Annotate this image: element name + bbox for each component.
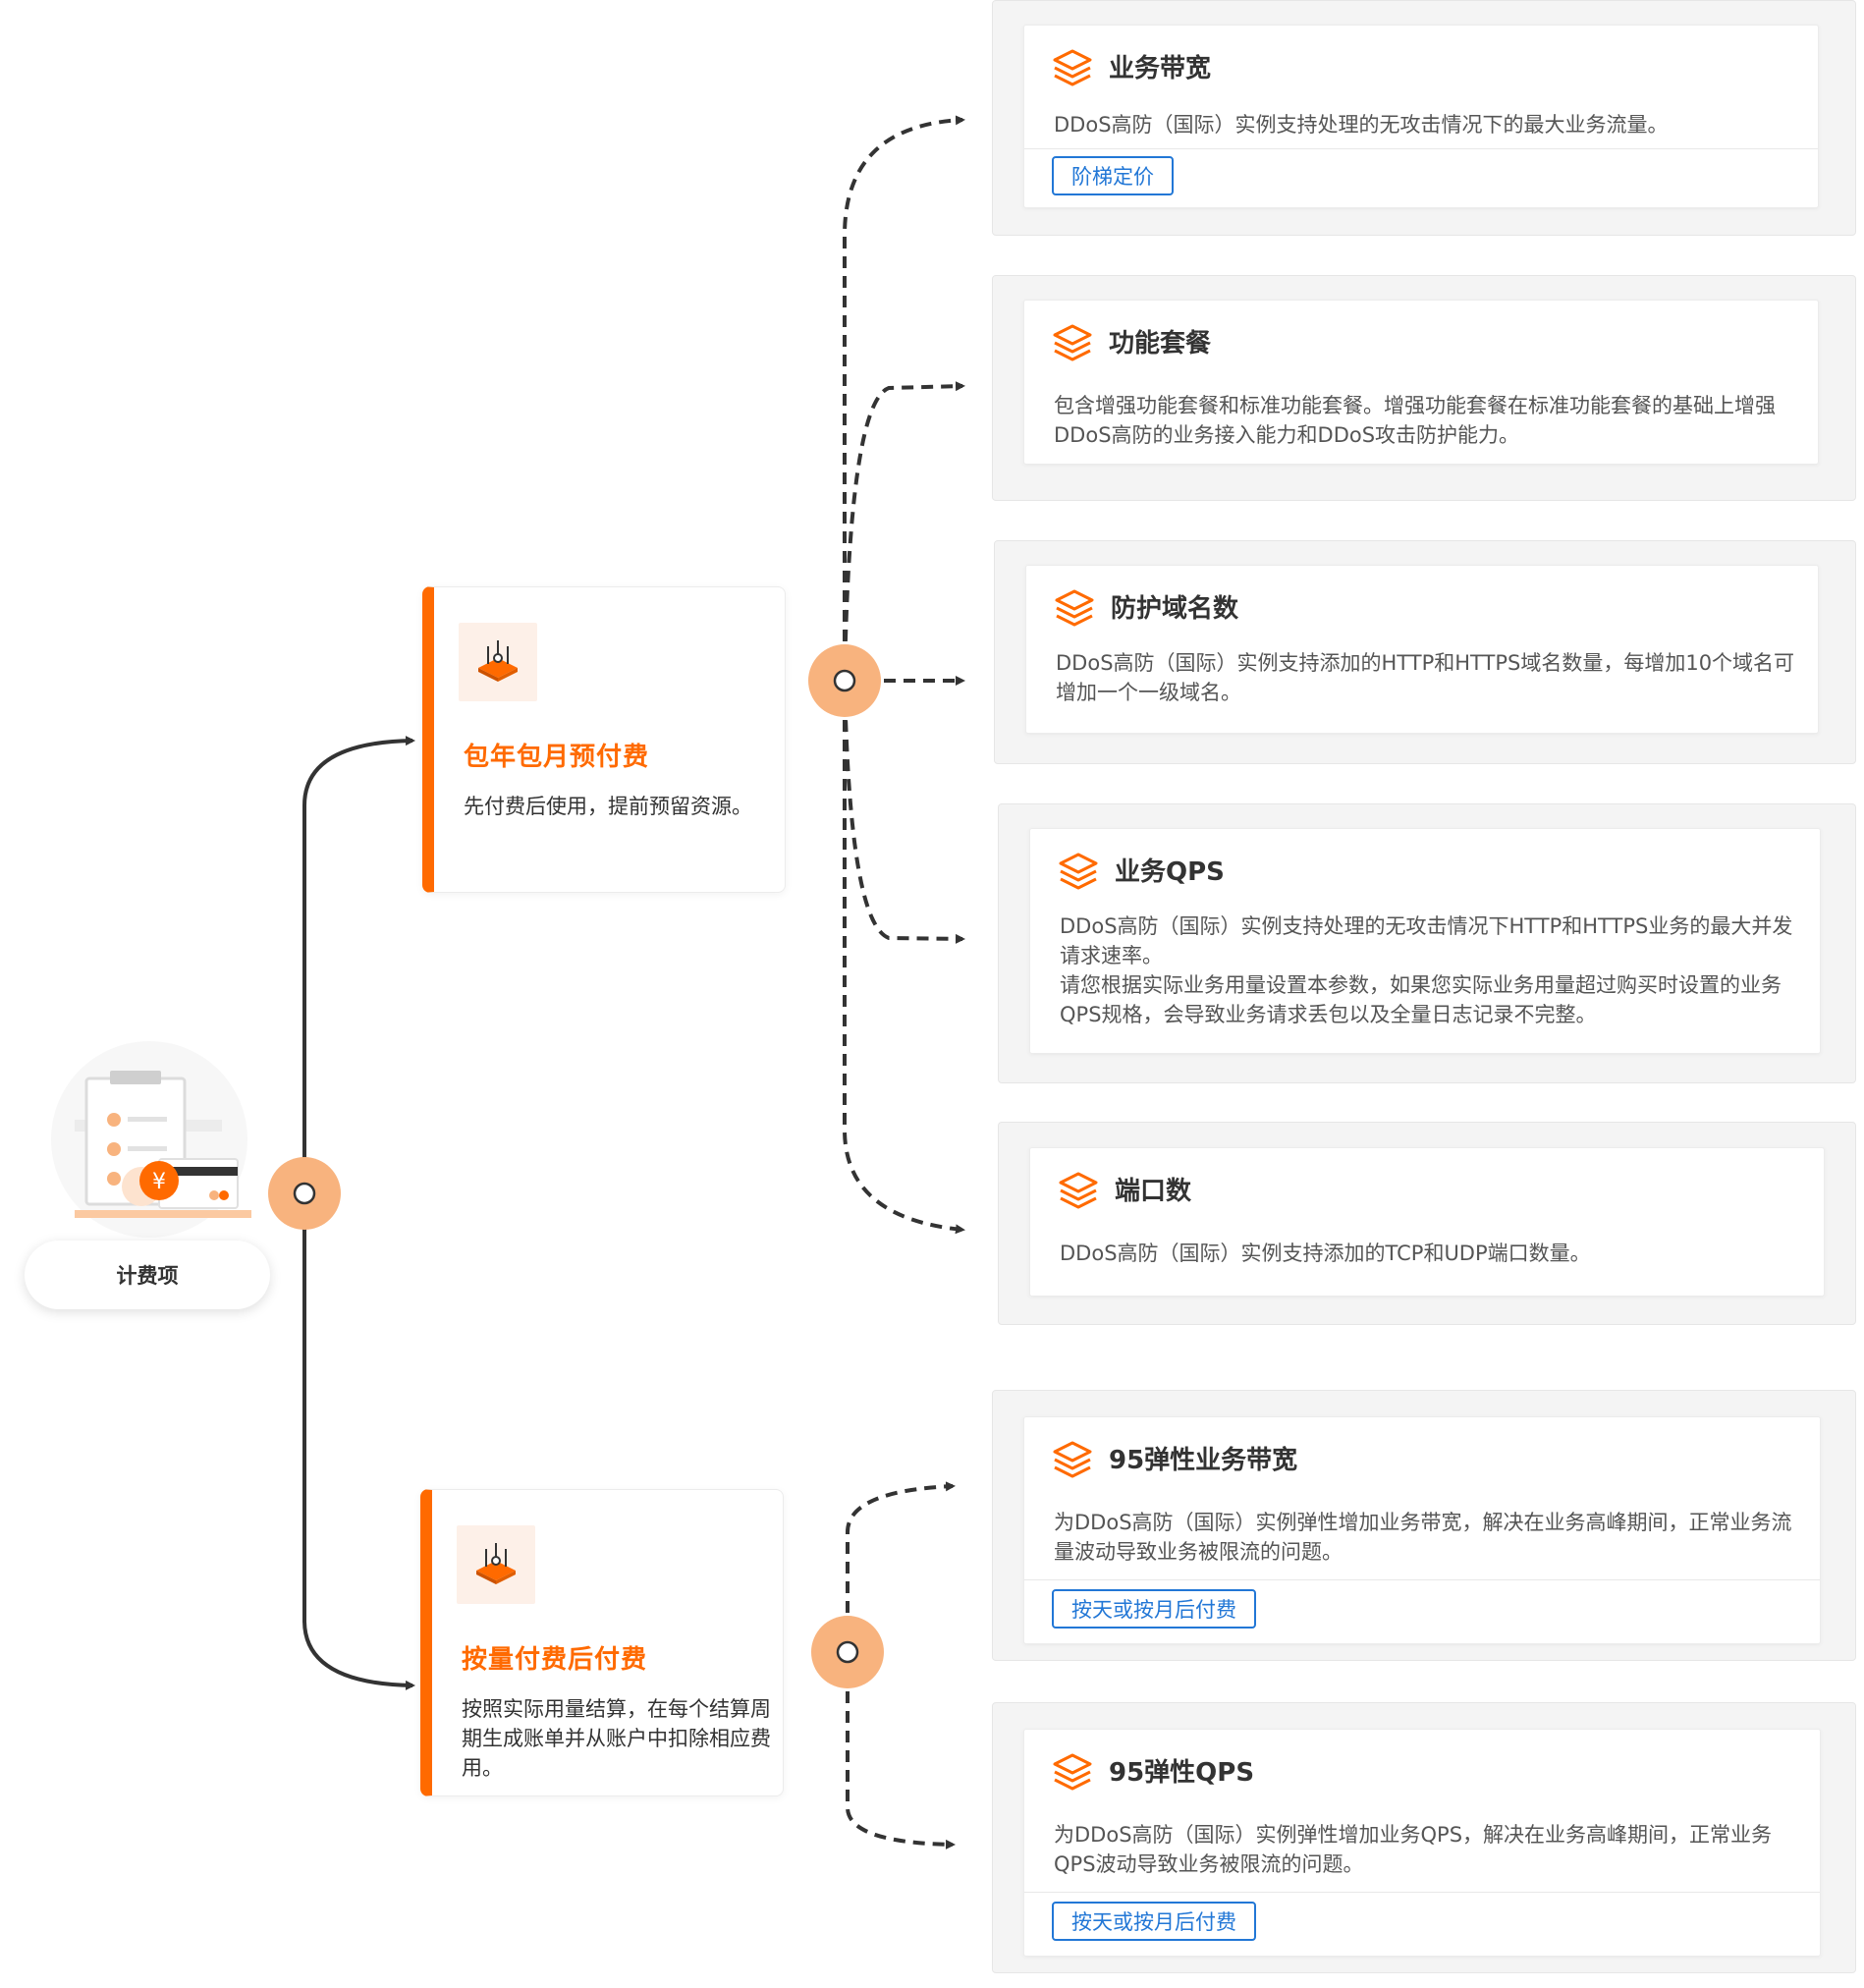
item-card-ports[interactable]: 端口数 DDoS高防（国际）实例支持添加的TCP和UDP端口数量。: [1029, 1147, 1825, 1297]
item-description: 为DDoS高防（国际）实例弹性增加业务QPS，解决在业务高峰期间，正常业务QPS…: [1054, 1823, 1773, 1876]
item-description: DDoS高防（国际）实例支持处理的无攻击情况下的最大业务流量。: [1054, 113, 1669, 137]
item-description-line-1: DDoS高防（国际）实例支持处理的无攻击情况下HTTP和HTTPS业务的最大并发…: [1060, 914, 1793, 967]
billing-payg-title: 按量付费后付费: [462, 1645, 648, 1675]
billing-subscription-description: 先付费后使用，提前预留资源。: [464, 795, 752, 818]
layers-icon: [1055, 589, 1094, 627]
server-stack-icon: [459, 623, 537, 701]
server-stack-icon: [457, 1525, 535, 1604]
item-card-bandwidth[interactable]: 业务带宽 DDoS高防（国际）实例支持处理的无攻击情况下的最大业务流量。 阶梯定…: [1023, 25, 1819, 208]
item-description: 为DDoS高防（国际）实例弹性增加业务带宽，解决在业务高峰期间，正常业务流量波动…: [1054, 1511, 1792, 1564]
billing-payg-description: 按照实际用量结算，在每个结算周期生成账单并从账户中扣除相应费用。: [462, 1697, 771, 1780]
billing-clipboard-illustration: ¥: [39, 1041, 275, 1238]
connector-to-elastic-bandwidth: [846, 1481, 956, 1652]
root-node-label: 计费项: [25, 1241, 270, 1309]
item-title: 端口数: [1115, 1177, 1192, 1206]
layers-icon: [1059, 853, 1098, 890]
layers-icon: [1053, 324, 1092, 361]
item-title: 功能套餐: [1109, 329, 1212, 359]
item-title: 防护域名数: [1111, 594, 1239, 624]
divider: [1024, 148, 1818, 149]
item-title: 95弹性业务带宽: [1109, 1446, 1298, 1475]
item-card-feature-package[interactable]: 功能套餐 包含增强功能套餐和标准功能套餐。增强功能套餐在标准功能套餐的基础上增强…: [1023, 300, 1819, 465]
daily-monthly-postpaid-link[interactable]: 按天或按月后付费: [1052, 1902, 1256, 1941]
connector-to-bandwidth: [843, 115, 965, 681]
tiered-pricing-link[interactable]: 阶梯定价: [1052, 156, 1174, 195]
layers-icon: [1053, 1753, 1092, 1791]
item-card-elastic-qps[interactable]: 95弹性QPS 为DDoS高防（国际）实例弹性增加业务QPS，解决在业务高峰期间…: [1023, 1729, 1821, 1957]
item-title: 95弹性QPS: [1109, 1758, 1255, 1788]
connector-root-to-subscription: [302, 736, 415, 1190]
billing-subscription-title: 包年包月预付费: [464, 743, 650, 772]
connector-to-feature-package: [843, 381, 965, 682]
item-description: 包含增强功能套餐和标准功能套餐。增强功能套餐在标准功能套餐的基础上增强DDoS高…: [1054, 394, 1776, 447]
daily-monthly-postpaid-link[interactable]: 按天或按月后付费: [1052, 1589, 1256, 1629]
connector-root-to-payg: [302, 1190, 415, 1690]
item-card-domains[interactable]: 防护域名数 DDoS高防（国际）实例支持添加的HTTP和HTTPS域名数量，每增…: [1025, 565, 1819, 734]
divider: [1024, 1579, 1820, 1580]
divider: [1024, 1892, 1820, 1893]
item-card-elastic-bandwidth[interactable]: 95弹性业务带宽 为DDoS高防（国际）实例弹性增加业务带宽，解决在业务高峰期间…: [1023, 1416, 1821, 1644]
item-title: 业务带宽: [1109, 54, 1212, 83]
layers-icon: [1059, 1172, 1098, 1209]
junction-subscription: [808, 644, 881, 717]
item-description: DDoS高防（国际）实例支持处理的无攻击情况下HTTP和HTTPS业务的最大并发…: [1060, 911, 1808, 1029]
junction-payg: [811, 1616, 884, 1688]
connector-to-ports: [843, 681, 965, 1235]
junction-root: [268, 1157, 341, 1230]
item-card-qps[interactable]: 业务QPS DDoS高防（国际）实例支持处理的无攻击情况下HTTP和HTTPS业…: [1029, 828, 1821, 1054]
connector-to-elastic-qps: [846, 1652, 956, 1850]
layers-icon: [1053, 49, 1092, 86]
item-description: DDoS高防（国际）实例支持添加的HTTP和HTTPS域名数量，每增加10个域名…: [1056, 651, 1795, 704]
item-description: DDoS高防（国际）实例支持添加的TCP和UDP端口数量。: [1060, 1242, 1591, 1265]
item-description-line-2: 请您根据实际业务用量设置本参数，如果您实际业务用量超过购买时设置的业务QPS规格…: [1060, 973, 1782, 1026]
billing-payg-card[interactable]: 按量付费后付费 按照实际用量结算，在每个结算周期生成账单并从账户中扣除相应费用。: [420, 1489, 784, 1796]
item-title: 业务QPS: [1115, 857, 1225, 887]
layers-icon: [1053, 1441, 1092, 1478]
svg-text:¥: ¥: [152, 1170, 166, 1194]
billing-subscription-card[interactable]: 包年包月预付费 先付费后使用，提前预留资源。: [422, 586, 786, 893]
connector-to-qps: [843, 680, 965, 944]
